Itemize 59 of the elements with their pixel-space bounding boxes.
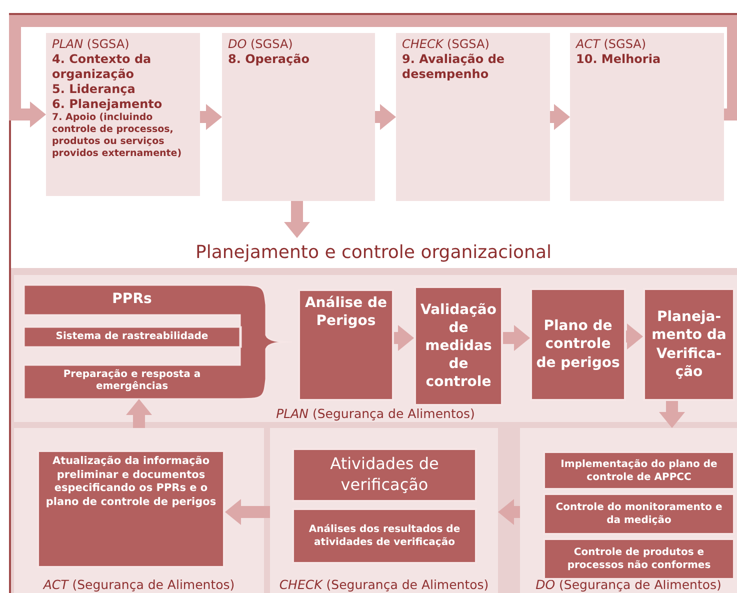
arrow: [375, 104, 396, 130]
list-item: 10. Melhoria: [576, 52, 662, 67]
phase-band: [520, 428, 737, 593]
list-item: 7. Apoio (incluindo controle de processos, produtos ou serviços providos externamente): [52, 112, 183, 160]
process-box: [570, 33, 724, 201]
arrow: [126, 399, 152, 428]
list-item: 9. Avaliação de desempenho: [402, 52, 506, 82]
box-text: PPRs: [112, 291, 152, 309]
box-text: Controle de produtos e processos não conformes: [566, 546, 712, 572]
box-text: Plano de controle de perigos: [536, 317, 620, 372]
box-heading: CHECK (SGSA): [402, 37, 490, 52]
box-text: Sistema de rastreabilidade: [56, 330, 208, 344]
process-box: [292, 448, 477, 502]
phase-label: DO (Segurança de Alimentos): [536, 577, 722, 592]
process-box: [292, 508, 477, 564]
process-box: [222, 33, 375, 201]
arrow: [503, 325, 530, 351]
phase-band: [14, 428, 264, 593]
phase-label: CHECK (Segurança de Alimentos): [279, 577, 489, 592]
arrow: [200, 104, 222, 130]
process-box: [543, 538, 735, 580]
phase-label: PLAN (Segurança de Alimentos): [276, 406, 475, 421]
process-box: [414, 286, 503, 406]
arrow: [498, 499, 520, 525]
process-box: [543, 451, 735, 490]
list-item: 6. Planejamento: [52, 97, 164, 112]
box-text: Preparação e resposta a emergências: [62, 368, 202, 394]
process-box: [46, 33, 200, 196]
box-heading: PLAN (SGSA): [52, 37, 130, 52]
list-item: 4. Contexto da organização: [52, 52, 152, 82]
box-text: Validação de medidas de controle: [420, 300, 497, 392]
box-text: Atividades de verificação: [329, 454, 440, 496]
list-item: 8. Operação: [228, 52, 310, 67]
phase-band: [14, 275, 737, 422]
process-box: [530, 288, 626, 401]
process-box: [37, 450, 225, 568]
arrow: [550, 104, 570, 130]
arrow: [225, 499, 270, 525]
box-text: Análise de Perigos: [304, 294, 388, 330]
arrow: [284, 201, 310, 238]
arrow: [626, 324, 643, 350]
process-box: [298, 289, 394, 401]
process-box: [543, 493, 735, 535]
box-text: Planeja-mento da Verifica-ção: [650, 308, 728, 381]
box-text: Controle do monitoramento e da medição: [554, 501, 724, 527]
phase-band: [270, 428, 498, 593]
arrow: [659, 401, 685, 428]
process-box: [643, 288, 735, 401]
section-heading: Planejamento e controle organizacional: [196, 242, 552, 263]
box-text: Análises dos resultados de atividades de verificação: [308, 523, 462, 549]
box-text: Atualização da informação preliminar e documentos especificando os PPRs e o plano de controle de perigos: [44, 455, 218, 510]
box-text: Implementação do plano de controle de APPCC: [560, 458, 718, 484]
box-heading: ACT (SGSA): [576, 37, 648, 52]
process-box: [396, 33, 550, 201]
box-heading: DO (SGSA): [228, 37, 294, 52]
phase-label: ACT (Segurança de Alimentos): [43, 577, 235, 592]
list-item: 5. Liderança: [52, 82, 136, 97]
arrow: [9, 15, 737, 128]
arrow: [394, 325, 414, 351]
